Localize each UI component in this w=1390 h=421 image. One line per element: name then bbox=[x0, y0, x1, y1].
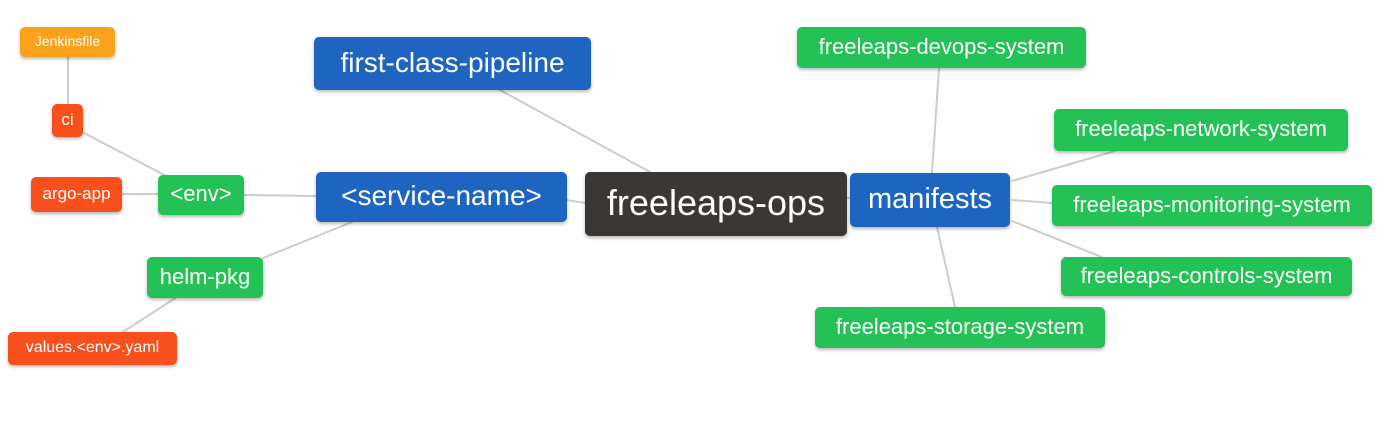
edge-manifests-to-freeleaps-monitoring-system bbox=[1011, 199, 1053, 204]
node-first-class-pipeline[interactable]: first-class-pipeline bbox=[314, 37, 591, 90]
node-helm-pkg[interactable]: helm-pkg bbox=[147, 257, 263, 298]
node-label: ci bbox=[61, 110, 74, 129]
node-label: freeleaps-ops bbox=[606, 182, 826, 223]
edge-env-to-service-name bbox=[243, 194, 317, 197]
node-argo-app[interactable]: argo-app bbox=[31, 177, 122, 212]
node-label: manifests bbox=[867, 182, 993, 215]
edge-ci-to-env bbox=[83, 132, 169, 178]
edge-service-name-to-helm-pkg bbox=[262, 221, 353, 259]
edge-manifests-to-freeleaps-controls-system bbox=[1011, 220, 1105, 259]
node-label: freeleaps-network-system bbox=[1075, 116, 1327, 141]
node-freeleaps-controls-system[interactable]: freeleaps-controls-system bbox=[1061, 257, 1352, 296]
node-label: helm-pkg bbox=[159, 263, 251, 289]
node-label: argo-app bbox=[42, 184, 111, 203]
node-freeleaps-devops-system[interactable]: freeleaps-devops-system bbox=[797, 27, 1086, 68]
node-label: freeleaps-devops-system bbox=[818, 33, 1065, 59]
node-label: Jenkinsfile bbox=[34, 33, 101, 49]
edge-helm-pkg-to-values-env-yaml bbox=[120, 296, 178, 334]
node-label: freeleaps-controls-system bbox=[1080, 262, 1333, 288]
node-freeleaps-ops[interactable]: freeleaps-ops bbox=[585, 172, 847, 236]
node-env[interactable]: <env> bbox=[158, 175, 244, 215]
edge-service-name-to-freeleaps-ops bbox=[566, 199, 586, 204]
edge-first-class-pipeline-to-freeleaps-ops bbox=[499, 89, 651, 173]
node-manifests[interactable]: manifests bbox=[850, 173, 1010, 227]
node-label: first-class-pipeline bbox=[340, 46, 565, 78]
node-label: <env> bbox=[170, 181, 232, 206]
node-freeleaps-network-system[interactable]: freeleaps-network-system bbox=[1054, 109, 1348, 151]
edge-manifests-to-freeleaps-storage-system bbox=[936, 226, 956, 308]
node-label: freeleaps-monitoring-system bbox=[1073, 191, 1351, 217]
node-freeleaps-monitoring-system[interactable]: freeleaps-monitoring-system bbox=[1052, 185, 1372, 226]
node-label: <service-name> bbox=[341, 180, 542, 211]
node-values-env-yaml[interactable]: values.<env>.yaml bbox=[8, 332, 177, 365]
node-jenkinsfile[interactable]: Jenkinsfile bbox=[20, 27, 115, 57]
node-ci[interactable]: ci bbox=[52, 104, 83, 137]
edge-manifests-to-freeleaps-devops-system bbox=[931, 67, 940, 174]
edge-manifests-to-freeleaps-network-system bbox=[1011, 150, 1116, 182]
node-label: freeleaps-storage-system bbox=[835, 313, 1085, 339]
node-label: values.<env>.yaml bbox=[25, 338, 160, 356]
node-freeleaps-storage-system[interactable]: freeleaps-storage-system bbox=[815, 307, 1105, 348]
node-service-name[interactable]: <service-name> bbox=[316, 172, 567, 222]
